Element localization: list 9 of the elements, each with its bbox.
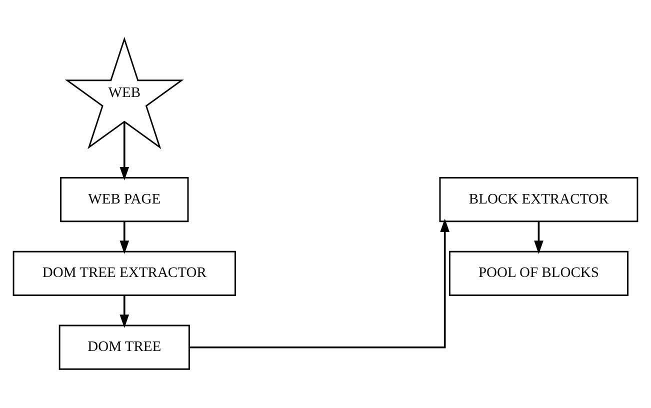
node-box: WEB PAGE bbox=[60, 177, 189, 222]
node-box: DOM TREE bbox=[58, 324, 190, 370]
arrow bbox=[189, 218, 450, 348]
arrow bbox=[120, 296, 130, 328]
node-box: DOM TREE EXTRACTOR bbox=[12, 250, 236, 296]
arrow bbox=[120, 222, 130, 254]
arrow bbox=[534, 222, 544, 254]
node-box: POOL OF BLOCKS bbox=[448, 250, 628, 296]
node-box: BLOCK EXTRACTOR bbox=[439, 177, 638, 222]
